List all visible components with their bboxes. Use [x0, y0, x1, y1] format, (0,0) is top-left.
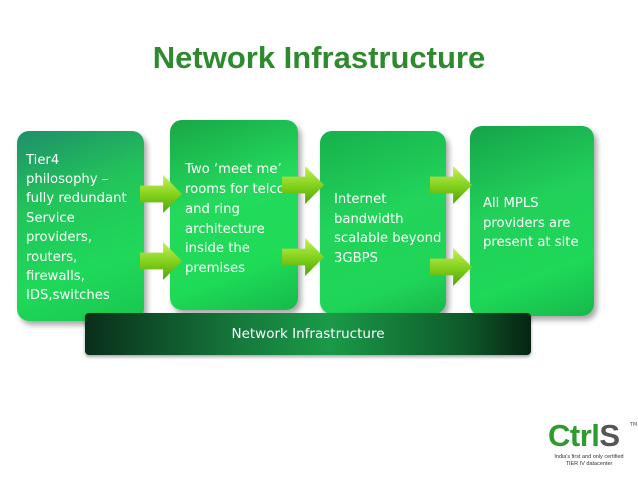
infrastructure-bar-label: Network Infrastructure: [231, 326, 385, 342]
box-line: All MPLS: [483, 196, 539, 211]
box-line: providers,: [26, 230, 93, 245]
box-line: scalable beyond: [334, 231, 442, 246]
box-line: 3GBPS: [334, 251, 378, 266]
box-line: Tier4: [26, 153, 60, 168]
logo-word-accent: S: [599, 418, 620, 453]
box-line: routers,: [26, 250, 78, 265]
box-line: present at site: [483, 235, 579, 250]
box-line: providers are: [483, 216, 571, 231]
box-line: and ring: [185, 202, 240, 217]
box-line: architecture: [185, 222, 265, 237]
box-line: IDS,switches: [26, 288, 110, 303]
process-box-3: Internet bandwidth scalable beyond 3GBPS: [320, 131, 446, 314]
logo-tagline: India's first and only certified TIER IV…: [544, 454, 634, 467]
box-line: inside the: [185, 241, 250, 256]
process-box-4: All MPLS providers are present at site: [470, 126, 594, 316]
logo-tagline-line: India's first and only certified: [554, 454, 624, 460]
box-line: Service: [26, 211, 75, 226]
box-line: fully redundant: [26, 191, 127, 206]
box-line: rooms for telco: [185, 182, 285, 197]
box-line: Internet: [334, 192, 387, 207]
logo-word-main: Ctrl: [548, 418, 600, 453]
box-line: bandwidth: [334, 212, 404, 227]
infrastructure-bar: Network Infrastructure: [85, 313, 531, 355]
logo-tagline-line: TIER IV datacenter: [565, 460, 613, 467]
box-line: Two ‘meet me’: [185, 162, 282, 177]
process-box-2: Two ‘meet me’ rooms for telco and ring a…: [170, 120, 298, 310]
box-line: philosophy –: [26, 172, 109, 187]
slide-title: Network Infrastructure: [152, 40, 486, 75]
box-line: firewalls,: [26, 269, 85, 284]
ctrls-logo: CtrlS TM India's first and only certifie…: [544, 420, 638, 470]
process-box-1: Tier4 philosophy – fully redundant Servi…: [17, 131, 144, 321]
box-line: premises: [185, 261, 245, 276]
logo-trademark: TM: [630, 422, 638, 428]
logo-wordmark: CtrlS: [548, 420, 620, 452]
